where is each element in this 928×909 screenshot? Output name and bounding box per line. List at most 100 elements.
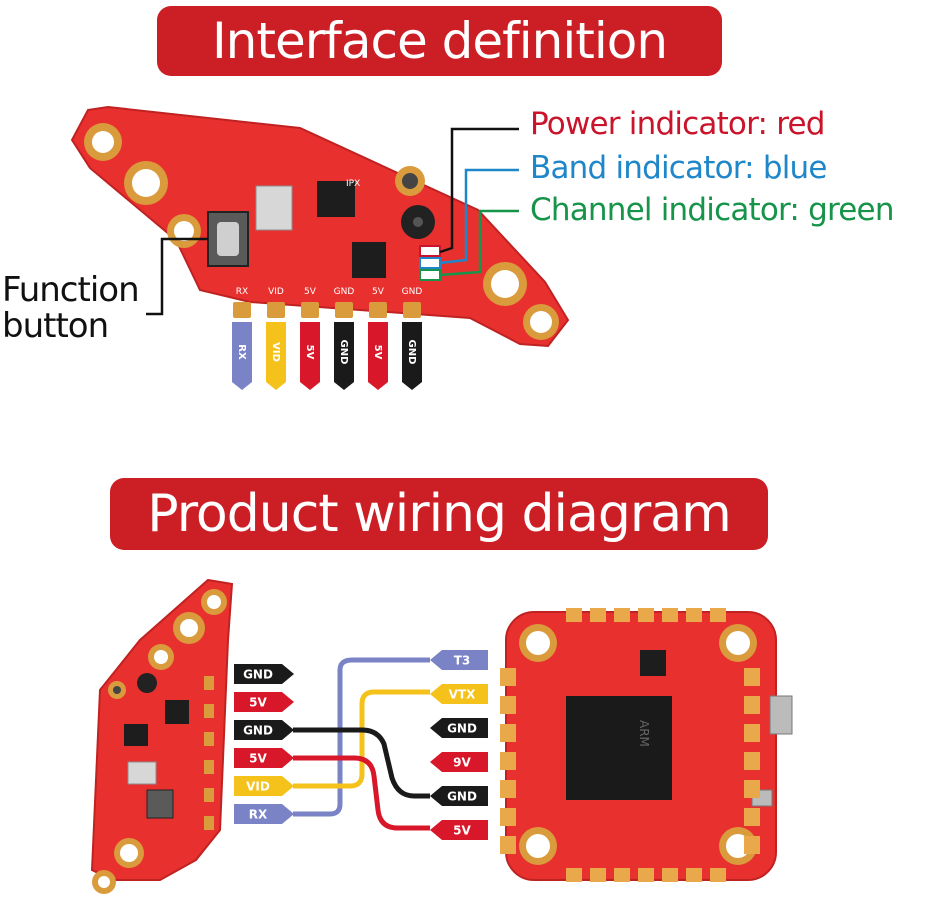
fc-pad [500,724,516,742]
fc-pin-label: 9V [453,756,471,770]
mounting-hole [148,644,174,670]
fc-pad [638,868,654,882]
vtx-pin-label: RX [249,808,268,822]
channel-callout-line [439,209,519,277]
vtx-pin-tag: VID [234,776,294,796]
function-button-callout-line [146,237,208,316]
power-indicator-label: Power indicator: red [530,106,825,142]
function-button [207,211,249,267]
board-pad [204,760,214,774]
fc-pad [500,808,516,826]
chip [352,242,386,278]
vtx-pin-label: GND [243,724,273,738]
fc-pin-label: GND [447,790,477,804]
fc-pad [686,868,702,882]
band-callout-line [439,168,519,265]
pin-tab-label: 5V [372,345,383,360]
pin-tab-label: RX [236,344,247,360]
chip [124,724,148,746]
pin-tab-label: VID [270,342,281,362]
fc-pad [614,608,630,622]
function-button-label-line2: button [2,306,109,346]
board-pad-label: GND [402,287,423,297]
vtx-pin-tag: 5V [234,692,294,712]
vtx-pin-tag: GND [234,664,294,684]
fc-pad [744,780,760,798]
crystal [255,185,293,231]
fc-pad [710,868,726,882]
board-pad [369,302,387,318]
vtx-pin-tag: GND [234,720,294,740]
fc-pad [638,608,654,622]
ipex-connector [108,681,126,699]
board-pad [204,704,214,718]
power-callout-line [439,127,519,254]
pin-tab: 5V [300,322,320,390]
fc-pad [566,868,582,882]
fc-pad [590,868,606,882]
fc-pin-tag: T3 [430,650,488,670]
fc-pad [686,608,702,622]
board-pad [233,302,251,318]
board-pad [403,302,421,318]
fc-pads [500,608,760,882]
fc-pad [662,608,678,622]
channel-indicator-label: Channel indicator: green [530,192,894,228]
mounting-hole [167,214,201,248]
pin-tab: GND [334,322,354,390]
wire-rx-t3 [293,657,430,817]
board-pad-label: VID [268,287,284,297]
vtx-pin-label: GND [243,668,273,682]
board-pad-label: 5V [304,287,317,297]
channel-led [419,269,441,281]
fc-pad [500,780,516,798]
fc-pin-label: VTX [449,688,476,702]
mounting-hole [173,612,205,644]
usb-port [769,695,793,735]
function-button [146,789,174,819]
power-led [419,245,441,257]
pin-tab: GND [402,322,422,390]
fc-pad [500,836,516,854]
fc-pad [500,696,516,714]
crystal [127,761,157,785]
board-pads [204,676,214,830]
band-indicator-label: Band indicator: blue [530,150,827,186]
board-pad-label: RX [236,287,248,297]
pin-tab-label: 5V [304,345,315,360]
mounting-hole [201,589,227,615]
fc-pin-label: T3 [454,654,471,668]
board-pads [233,302,421,318]
fc-pin-tag: GND [430,786,488,806]
board-pad [267,302,285,318]
fc-pad [744,836,760,854]
interface-definition-banner: Interface definition [157,6,722,76]
pin-tab: VID [266,322,286,390]
vtx-pin-label: 5V [249,696,267,710]
board-pad-label: GND [334,287,355,297]
chip [317,181,355,217]
buzzer [401,205,435,239]
fc-pad [500,752,516,770]
mounting-hole [124,161,168,205]
pin-tab-label: GND [338,340,349,365]
fc-pad [744,752,760,770]
mounting-hole [523,304,559,340]
board-pad [301,302,319,318]
board-pad [204,676,214,690]
function-button-label-line1: Function [2,270,140,310]
fc-pad [500,668,516,686]
main-chip-marking: ARM [637,720,651,747]
mounting-hole [483,262,527,306]
buzzer [137,673,157,693]
wiring-diagram-banner: Product wiring diagram [110,478,768,550]
fc-pin-label: 5V [453,824,471,838]
fc-pad [710,608,726,622]
board-pad [204,788,214,802]
mounting-hole [719,624,757,662]
flight-controller: ARM [500,608,793,882]
